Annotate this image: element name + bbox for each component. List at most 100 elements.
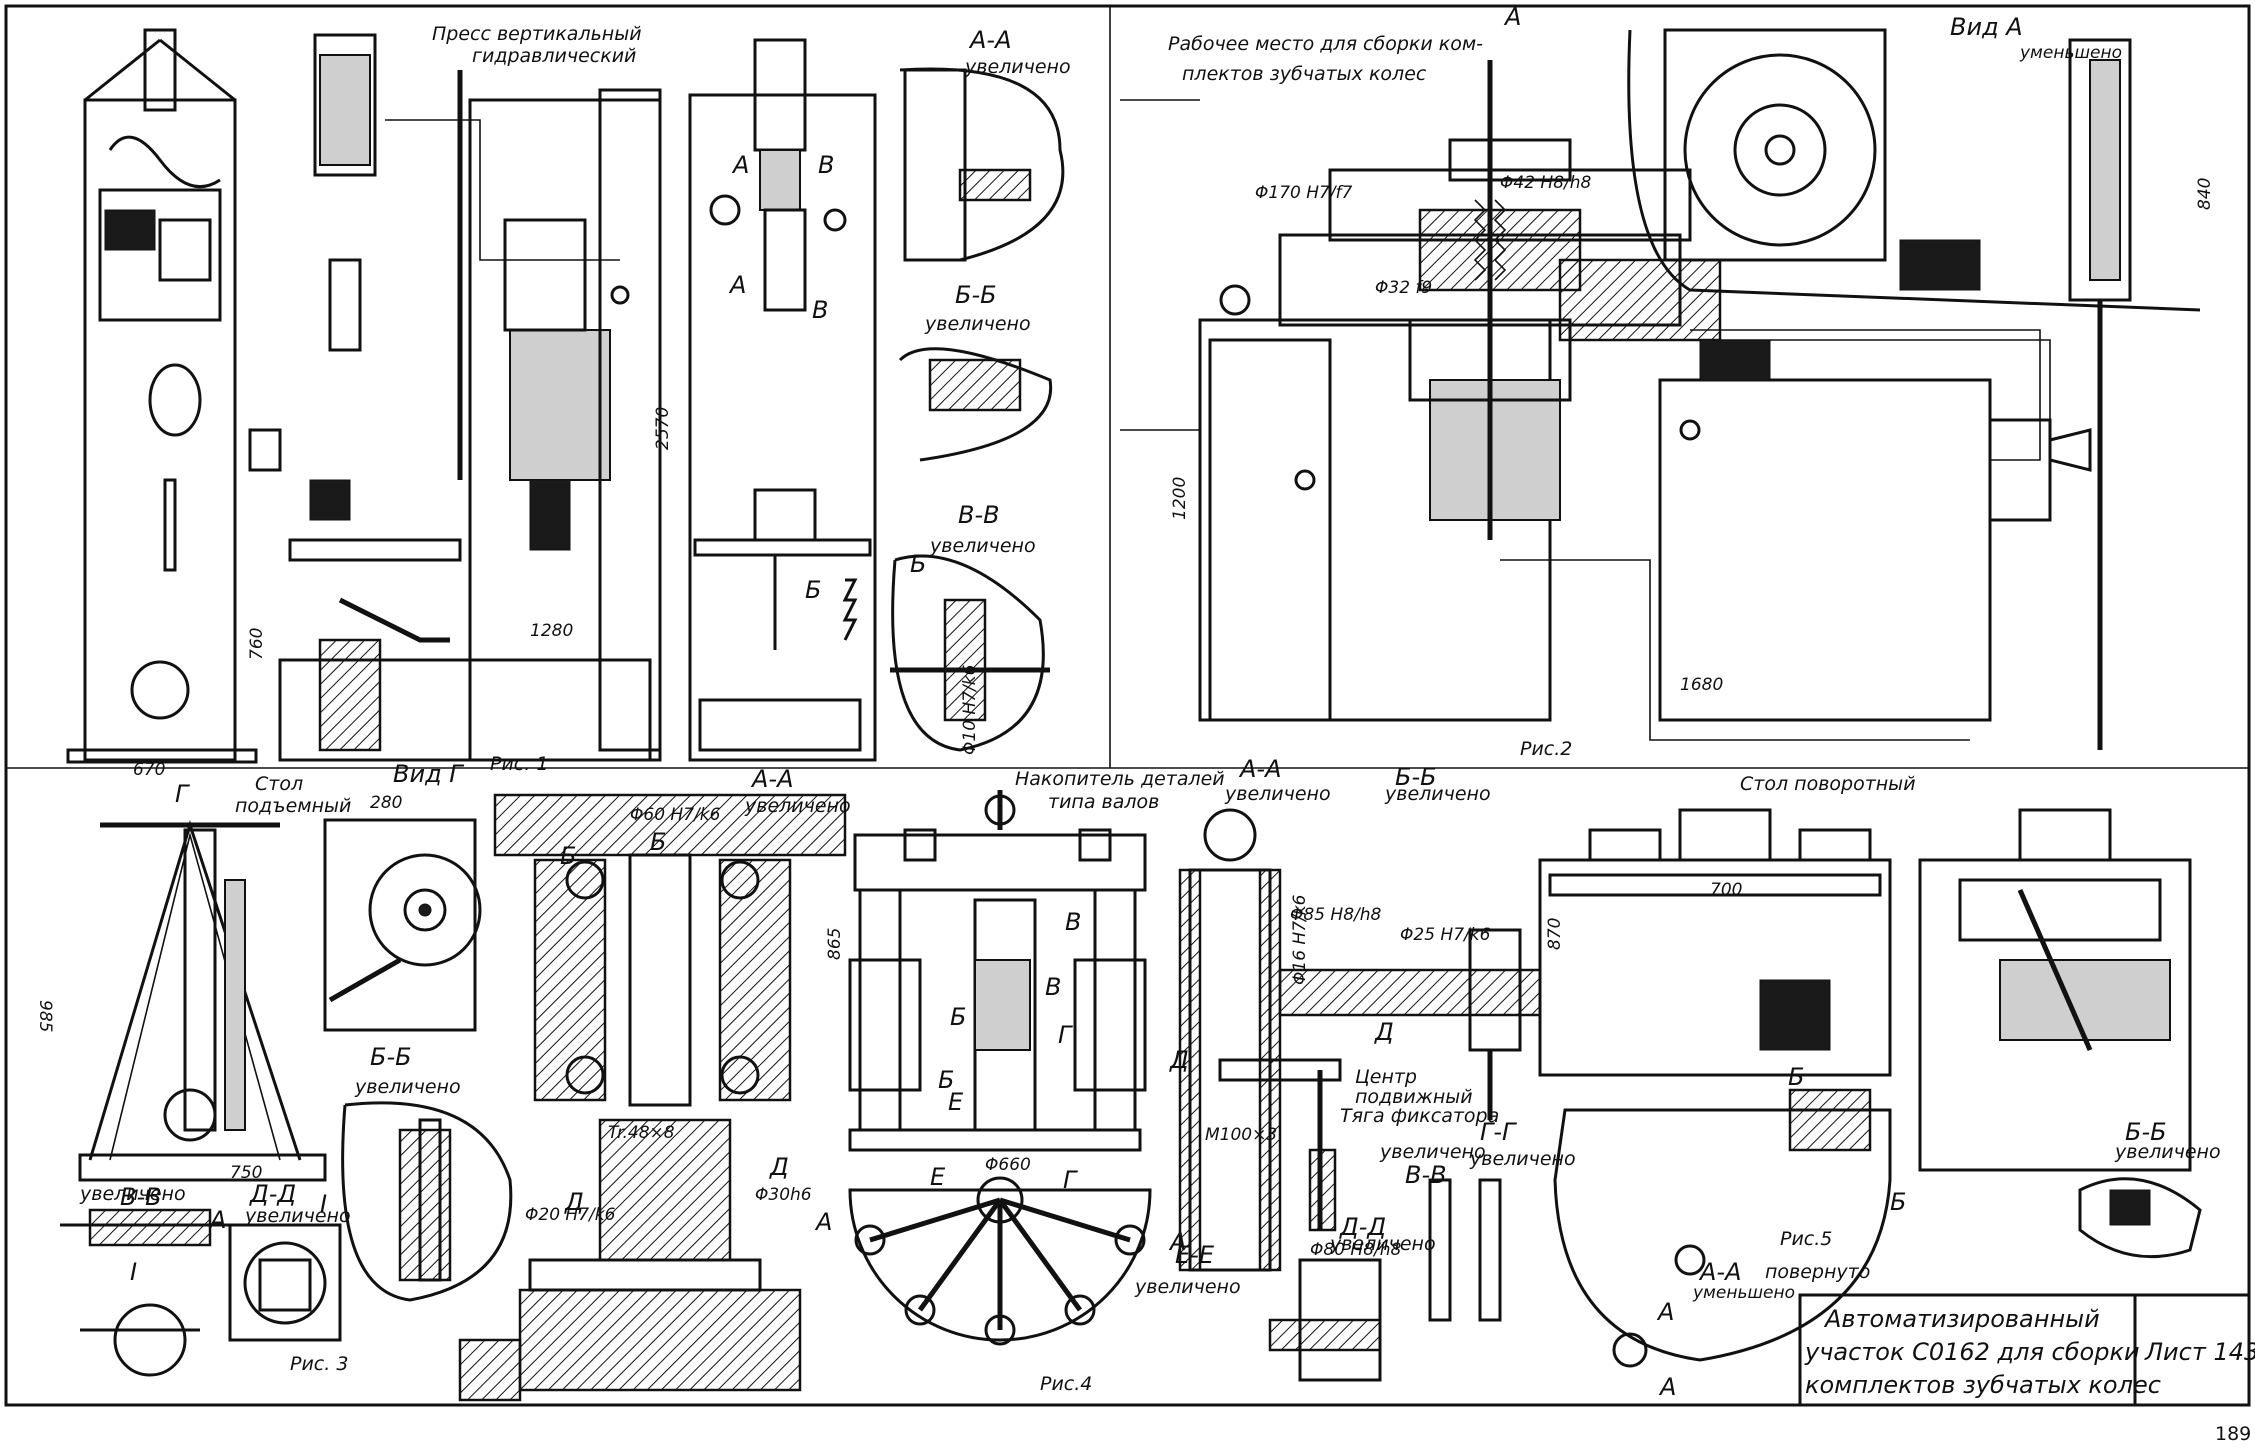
dim-1280: 1280 (530, 621, 573, 641)
enlarged-1: увеличено (964, 56, 1071, 78)
fit-16: Φ16 H7/k6 (1290, 894, 1310, 985)
fig5-caption: Рис.5 (1780, 1228, 1832, 1250)
dim-280: 280 (370, 793, 402, 813)
turned-label: повернуто (1765, 1261, 1870, 1283)
thread-m100: M100×3 (1205, 1125, 1277, 1145)
cut-b-4: Б (650, 828, 666, 856)
section-bb-1: Б-Б (955, 281, 997, 309)
enlarged-12: увеличено (1469, 1148, 1576, 1170)
workplace-label-2: плектов зубчатых колес (1182, 63, 1427, 85)
accumulator-label-1: Накопитель деталей (1015, 768, 1225, 790)
drawing-frame (4, 4, 2251, 1407)
cut-b-2: Б (910, 550, 926, 578)
cut-d-1: Д (564, 1188, 584, 1216)
section-bb-4: Б-Б (2125, 1118, 2167, 1146)
cut-d-4: Д (1374, 1018, 1394, 1046)
cut-g-3: Г (1063, 1166, 1078, 1194)
fit-25: Φ25 H7/k6 (1400, 925, 1491, 945)
enlarged-5: увеличено (1224, 783, 1331, 805)
fig1-caption: Рис. 1 (490, 753, 548, 775)
workplace-label-1: Рабочее место для сборки ком- (1168, 33, 1483, 55)
cut-b-6: Б (938, 1066, 954, 1094)
title-line-1: Автоматизированный (1823, 1305, 2100, 1333)
figure-2-workplace (1120, 28, 2201, 750)
enlarged-14: увеличено (2114, 1141, 2221, 1163)
dim-660: Φ660 (985, 1155, 1031, 1175)
fit-85: Φ85 H8/h8 (1290, 905, 1382, 925)
section-aa-1: А-А (968, 26, 1012, 54)
dim-1200: 1200 (1170, 477, 1190, 520)
dim-865: 865 (825, 928, 845, 960)
enlarged-11: увеличено (1379, 1141, 1486, 1163)
press-label-1: Пресс вертикальный (432, 23, 642, 45)
cut-v-2: В (812, 296, 828, 324)
fit-42: Φ42 H8/h8 (1500, 173, 1592, 193)
figure-3-lift-table (60, 793, 847, 1402)
cut-b-5: Б (950, 1003, 966, 1031)
fig3-caption: Рис. 3 (290, 1353, 348, 1375)
cut-a-3: А (1503, 3, 1521, 31)
section-vv-1: В-В (958, 501, 1000, 529)
fit-32: Φ32 f9 (1375, 278, 1432, 298)
cut-e-2: Е (930, 1163, 946, 1191)
rod-label: Тяга фиксатора (1340, 1105, 1499, 1127)
accumulator-label-2: типа валов (1048, 791, 1159, 813)
cut-a-8: А (1658, 1373, 1676, 1401)
section-aa-2: А-А (750, 765, 794, 793)
cut-a-6: А (1168, 1228, 1186, 1256)
cut-i: I (320, 1190, 327, 1218)
figure-1-press (66, 28, 1065, 764)
cut-g-1: Г (175, 780, 190, 808)
enlarged-7: увеличено (354, 1076, 461, 1098)
reduced-label-aa: уменьшено (1692, 1283, 1795, 1303)
fig2-caption: Рис.2 (1520, 738, 1572, 760)
view-a: Вид А (1950, 13, 2023, 41)
cut-a-7: А (1656, 1298, 1674, 1326)
section-vv-3: В-В (1405, 1161, 1447, 1189)
fit-20: Φ20 H7/k6 (525, 1205, 616, 1225)
lift-table-label-1: Стол (255, 773, 303, 795)
lift-table-label-2: подъемный (235, 795, 351, 817)
press-label-2: гидравлический (472, 45, 636, 67)
dim-2570: 2570 (653, 407, 673, 450)
cut-a-1: А (731, 151, 749, 179)
cut-a-5: А (814, 1208, 832, 1236)
dim-750: 750 (230, 1163, 262, 1183)
rotary-table-label: Стол поворотный (1740, 773, 1916, 795)
page-number: 189 (2215, 1423, 2251, 1445)
dim-840: 840 (2195, 178, 2215, 210)
section-aa-4: А-А (1698, 1258, 1742, 1286)
dim-670: 670 (133, 760, 165, 780)
figure-4-accumulator (848, 790, 1542, 1382)
section-bb-2: Б-Б (1395, 763, 1437, 791)
enlarged-8: увеличено (79, 1183, 186, 1205)
dim-760: 760 (247, 628, 267, 660)
fit-80: Φ80 H8/h8 (1310, 1240, 1402, 1260)
section-gg: Г-Г (1480, 1118, 1517, 1146)
fit-30: Φ30h6 (755, 1185, 812, 1205)
section-vv-2: В-В (120, 1183, 162, 1211)
figure-5-rotary-table (1538, 808, 2202, 1368)
title-block (1798, 1293, 2251, 1407)
movable-label: подвижный (1355, 1086, 1473, 1108)
cut-b-7: Б (1788, 1063, 1804, 1091)
cut-a-4: А (208, 1206, 226, 1234)
enlarged-4: увеличено (744, 795, 851, 817)
cut-b-3: Б (560, 842, 576, 870)
enlarged-6: увеличено (1384, 783, 1491, 805)
section-dd-1: Д-Д (249, 1180, 296, 1208)
cut-b-1: Б (805, 576, 821, 604)
title-line-2: участок С0162 для сборки (1804, 1338, 2140, 1366)
enlarged-2: увеличено (924, 313, 1031, 335)
sheet-label: Лист 143 (2144, 1338, 2255, 1366)
enlarged-10: увеличено (1134, 1276, 1241, 1298)
cut-e-1: Е (948, 1088, 964, 1116)
cut-d-2: Д (769, 1153, 789, 1181)
enlarged-13: увеличено (1329, 1233, 1436, 1255)
section-bb-3: Б-Б (370, 1043, 412, 1071)
fit-60: Φ60 H7/k6 (630, 805, 721, 825)
section-aa-3: А-А (1238, 755, 1282, 783)
cut-d-3: Д (1169, 1046, 1189, 1074)
dim-870: 870 (1545, 918, 1565, 950)
